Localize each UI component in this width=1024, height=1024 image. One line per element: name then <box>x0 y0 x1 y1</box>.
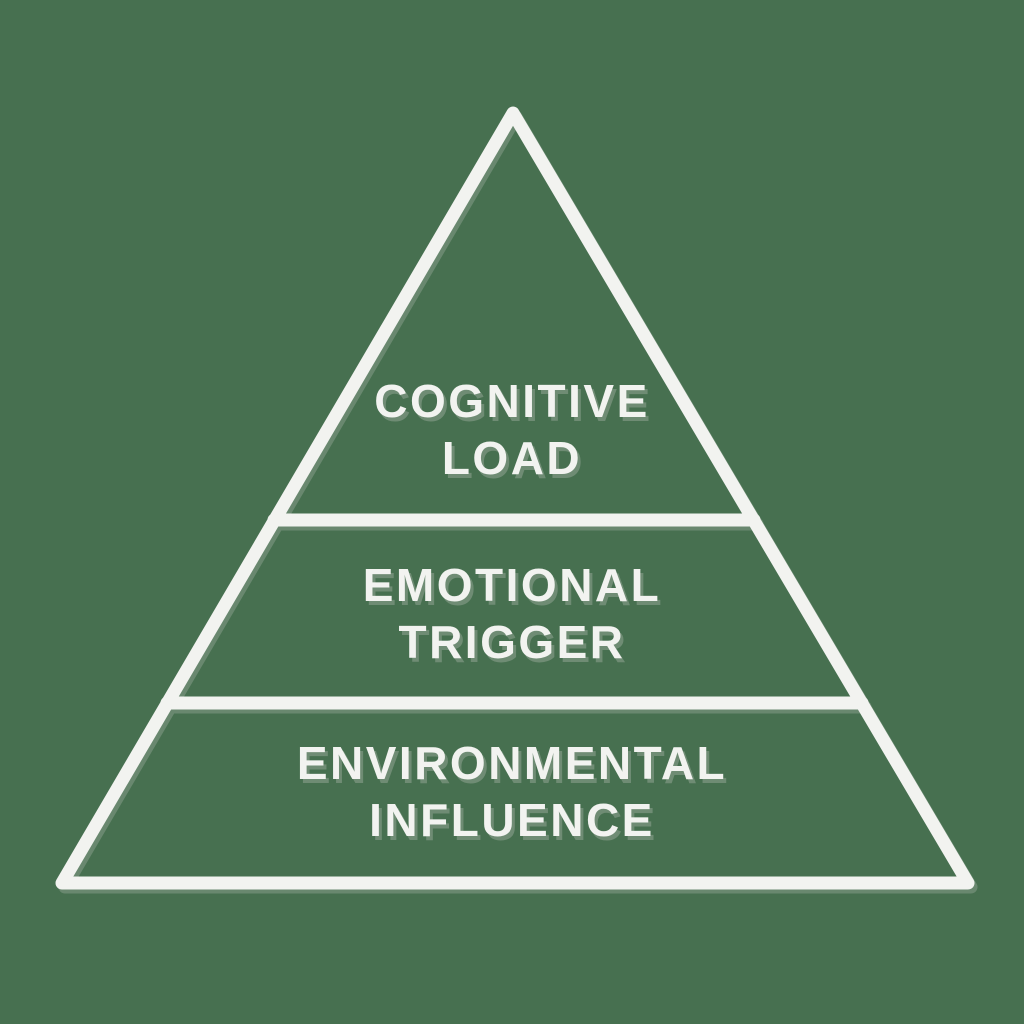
tier-label-emotional-trigger: EMOTIONAL TRIGGER <box>0 557 1024 671</box>
pyramid-outline <box>55 106 975 890</box>
tier-label-line: COGNITIVE <box>374 375 650 427</box>
tier-label-line: LOAD <box>441 432 583 484</box>
tier-label-environmental-influence: ENVIRONMENTAL INFLUENCE <box>0 735 1024 849</box>
tier-label-cognitive-load: COGNITIVE LOAD <box>0 373 1024 487</box>
tier-label-line: ENVIRONMENTAL <box>296 737 728 789</box>
tier-label-line: TRIGGER <box>398 616 626 668</box>
tier-label-line: INFLUENCE <box>369 794 655 846</box>
tier-label-line: EMOTIONAL <box>362 559 662 611</box>
